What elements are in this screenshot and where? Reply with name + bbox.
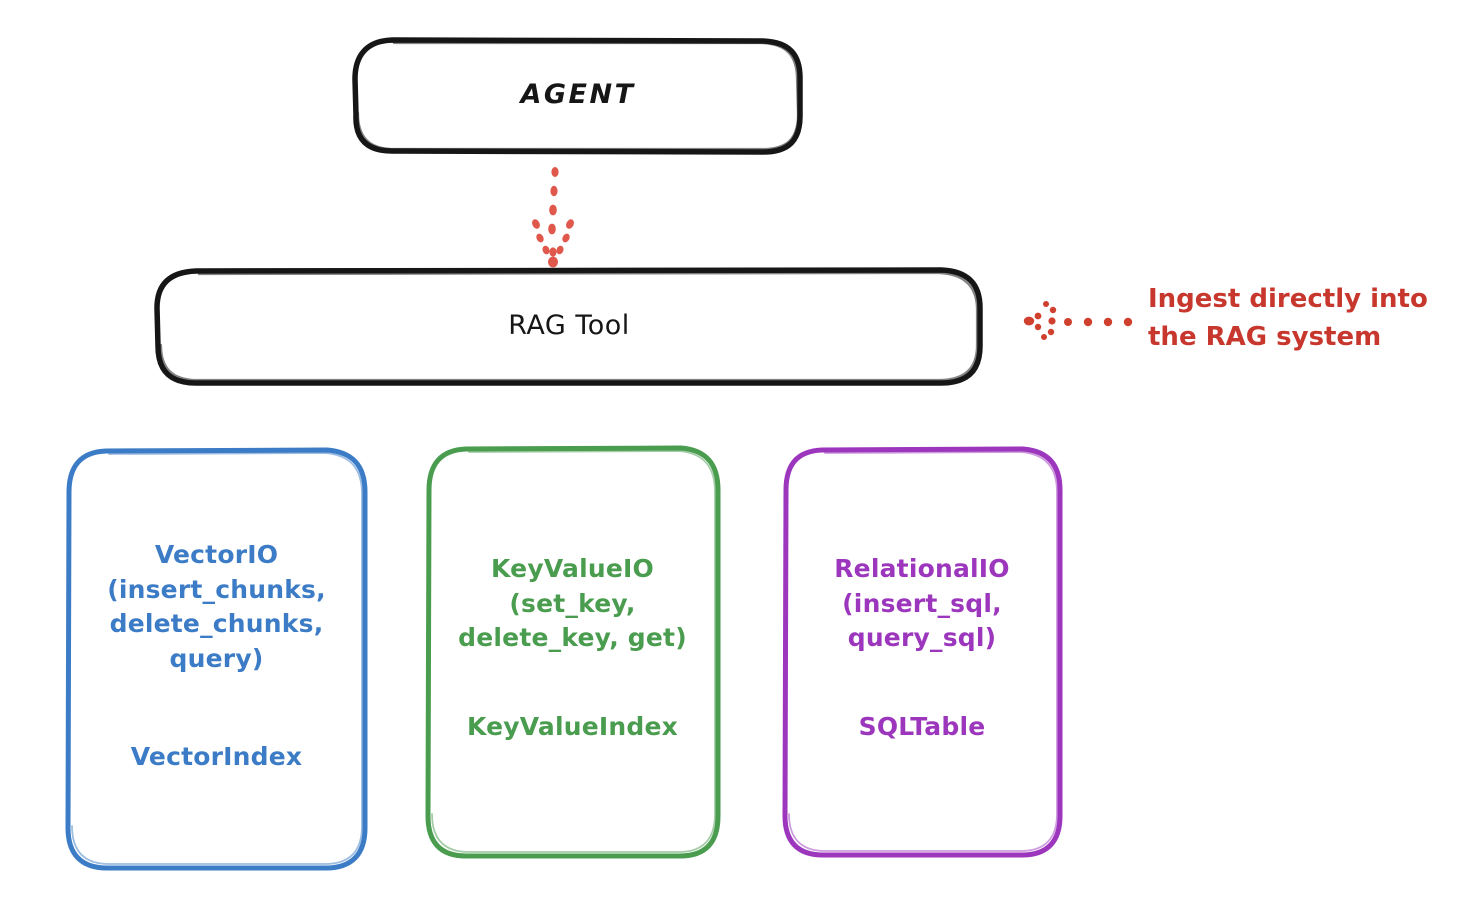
key-value-io-signature: KeyValueIO (set_key, delete_key, get) — [458, 554, 687, 652]
relational-io-node[interactable] — [782, 446, 1063, 858]
vector-io-box-outline — [65, 447, 368, 871]
rag-tool-box-sketch-overlay — [159, 271, 979, 382]
ingest-pointer-arrow — [1023, 301, 1133, 340]
relational-io-box-sketch-overlay — [788, 451, 1058, 852]
vector-io-signature: VectorIO (insert_chunks, delete_chunks, … — [107, 540, 326, 673]
agent-node[interactable] — [352, 37, 803, 155]
agent-to-ragtool-arrow — [532, 167, 574, 268]
agent-box-sketch-overlay — [356, 41, 800, 151]
rag-tool-node[interactable] — [154, 267, 983, 386]
vector-io-index-label: VectorIndex — [130, 742, 303, 771]
relational-io-box-outline — [782, 446, 1063, 858]
ingest-annotation-text: Ingest directly into the RAG system — [1148, 284, 1428, 352]
vector-io-node[interactable] — [65, 447, 368, 871]
relational-io-signature: RelationalIO (insert_sql, query_sql) — [834, 554, 1010, 652]
key-value-io-node[interactable] — [425, 445, 721, 859]
relational-io-index-label: SQLTable — [858, 712, 986, 741]
agent-box-outline — [352, 37, 803, 155]
rag-tool-box-outline — [154, 267, 983, 386]
key-value-io-index-label: KeyValueIndex — [466, 712, 679, 741]
vector-io-box-sketch-overlay — [71, 452, 363, 865]
key-value-io-box-outline — [425, 445, 721, 859]
key-value-io-box-sketch-overlay — [431, 450, 716, 853]
